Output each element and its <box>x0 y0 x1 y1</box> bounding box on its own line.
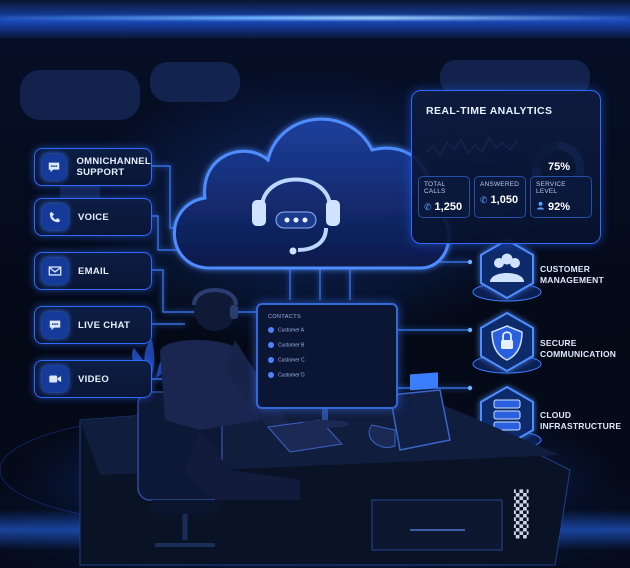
channel-live-chat[interactable]: LIVE CHAT <box>34 306 152 344</box>
phone-icon <box>42 204 68 230</box>
channel-voice[interactable]: VOICE <box>34 198 152 236</box>
contact-name: Customer C <box>278 357 305 364</box>
contact-row[interactable]: Customer C <box>268 357 305 363</box>
video-camera-icon <box>42 366 68 392</box>
monitor: CONTACTS Customer A Customer B Customer C C… <box>256 303 398 409</box>
contact-name: Customer D <box>278 372 305 379</box>
envelope-icon <box>42 258 68 284</box>
top-light-line <box>0 16 630 20</box>
analytics-title: REAL-TIME ANALYTICS <box>426 105 553 117</box>
contacts-title: CONTACTS <box>268 314 302 320</box>
channel-label: OMNICHANNEL SUPPORT <box>76 156 151 178</box>
contact-avatar <box>268 327 274 333</box>
phone-icon: ✆ <box>424 202 432 212</box>
desk-drawer <box>371 499 503 551</box>
stat-label: TOTAL CALLS <box>424 181 446 195</box>
person-icon <box>536 201 545 212</box>
service-label: CLOUD INFRASTRUCTURE <box>540 410 622 431</box>
typing-dots-icon <box>284 217 308 223</box>
service-label: SECURE COMMUNICATION <box>540 338 617 359</box>
channel-label: VOICE <box>78 211 110 223</box>
stat-total-calls: TOTAL CALLS ✆1,250 <box>418 176 470 218</box>
chat-bubble-icon <box>42 312 68 338</box>
stat-label: SERVICE LEVEL <box>536 181 566 195</box>
contact-row[interactable]: Customer A <box>268 327 304 333</box>
channel-omnichannel-support[interactable]: OMNICHANNEL SUPPORT <box>34 148 152 186</box>
headset-right-cup <box>326 200 340 226</box>
desk-phone <box>368 372 451 451</box>
contact-name: Customer A <box>278 327 305 334</box>
headset-left-cup <box>252 200 266 226</box>
channel-video[interactable]: VIDEO <box>34 360 152 398</box>
monitor-base <box>301 420 349 428</box>
contact-avatar <box>268 372 274 378</box>
channel-label: VIDEO <box>78 373 110 385</box>
contact-avatar <box>268 342 274 348</box>
agent-person <box>160 288 300 500</box>
people-icon <box>490 253 524 282</box>
gauge-value: 75% <box>547 161 571 173</box>
headset-mic <box>289 247 297 255</box>
stat-value: 1,250 <box>434 201 463 213</box>
channel-label: EMAIL <box>78 265 110 277</box>
analytics-card: REAL-TIME ANALYTICS <box>411 90 601 244</box>
stat-label: ANSWERED <box>480 181 520 188</box>
stat-answered: ANSWERED ✆1,050 <box>474 176 526 218</box>
contact-row[interactable]: Customer B <box>268 342 304 348</box>
stat-value: 1,050 <box>490 194 519 206</box>
digital-clock-decor: ▚▞▚▞▚▞▚▞▚▞▚▞▚▞▚▞▚▞▚▞▚▞▚▞▚▞▚▞ <box>514 490 529 539</box>
stat-value: 92% <box>548 201 571 213</box>
keyboard <box>267 419 344 453</box>
service-label: CUSTOMER MANAGEMENT <box>540 264 604 285</box>
cloud-icon <box>172 117 451 270</box>
contact-row[interactable]: Customer D <box>268 372 305 378</box>
channel-label: LIVE CHAT <box>78 319 131 331</box>
shield-lock-icon <box>491 325 523 361</box>
channel-email[interactable]: EMAIL <box>34 252 152 290</box>
contact-avatar <box>268 357 274 363</box>
chat-bubble-icon <box>42 154 67 180</box>
contact-name: Customer B <box>278 342 305 349</box>
phone-icon: ✆ <box>480 195 488 205</box>
server-icon <box>493 399 521 431</box>
headset-icon <box>260 177 332 252</box>
stat-service-level: SERVICE LEVEL 92% <box>530 176 592 218</box>
